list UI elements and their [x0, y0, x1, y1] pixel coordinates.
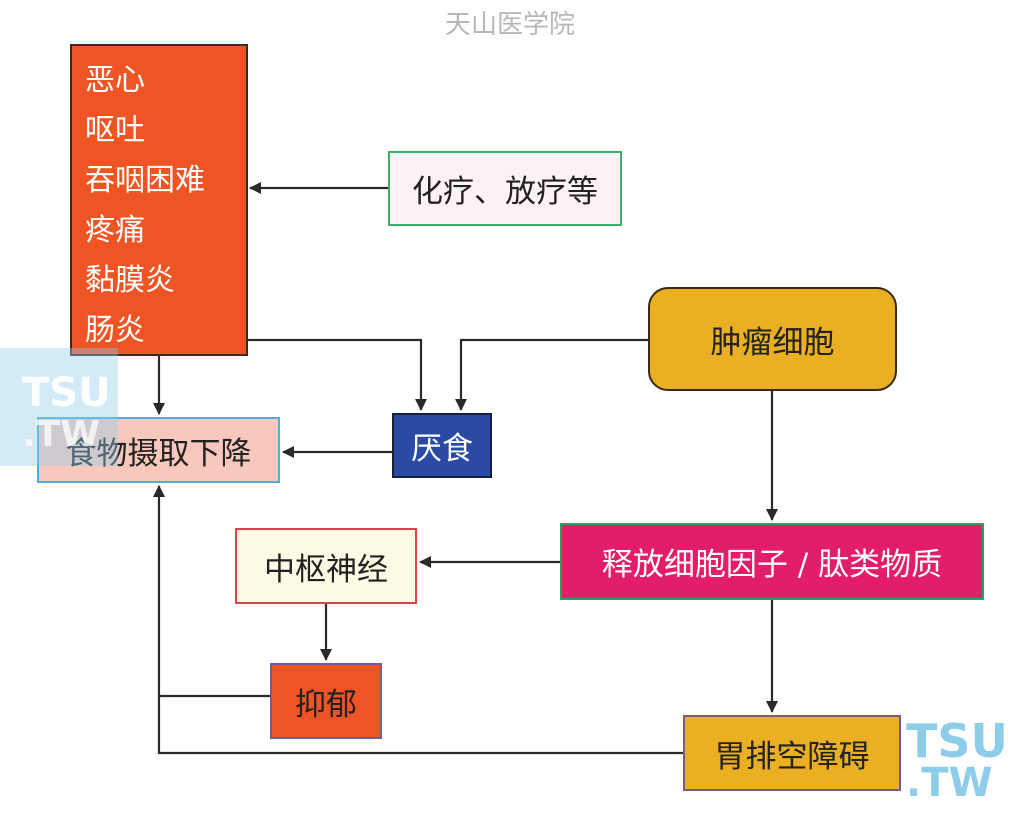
gastric-emptying-box: 胃排空障碍 [683, 715, 901, 791]
food-intake-decrease-box: 食物摄取下降 [37, 417, 280, 483]
anorexia-box: 厌食 [392, 413, 492, 478]
watermark-text: .TW [906, 760, 993, 806]
arrow-tumor-to-anorexia [455, 338, 648, 411]
watermark-text: TSU [906, 714, 1008, 768]
watermark-text: .TW [22, 414, 100, 455]
symptoms-box: 恶心 呕吐 吞咽困难 疼痛 黏膜炎 肠炎 [70, 44, 248, 356]
cytokine-release-box: 释放细胞因子 / 肽类物质 [560, 523, 984, 600]
central-nervous-box: 中枢神经 [235, 528, 417, 604]
page-title: 天山医学院 [444, 10, 575, 40]
watermark-text: TSU [22, 370, 111, 416]
symptom-item: 恶心 [85, 63, 145, 98]
symptom-item: 呕吐 [85, 113, 145, 148]
arrow-symptoms-to-anorexia [248, 338, 427, 411]
tumor-cells-box: 肿瘤细胞 [648, 287, 897, 391]
symptom-item: 吞咽困难 [85, 163, 205, 198]
symptom-item: 肠炎 [85, 313, 145, 348]
symptom-item: 疼痛 [85, 213, 145, 248]
arrow-gastric-to-intake [153, 485, 683, 755]
chemo-radiotherapy-box: 化疗、放疗等 [388, 151, 622, 226]
symptom-item: 黏膜炎 [85, 263, 175, 298]
watermark-logo: TSU .TW [0, 348, 118, 466]
depression-box: 抑郁 [270, 663, 382, 739]
